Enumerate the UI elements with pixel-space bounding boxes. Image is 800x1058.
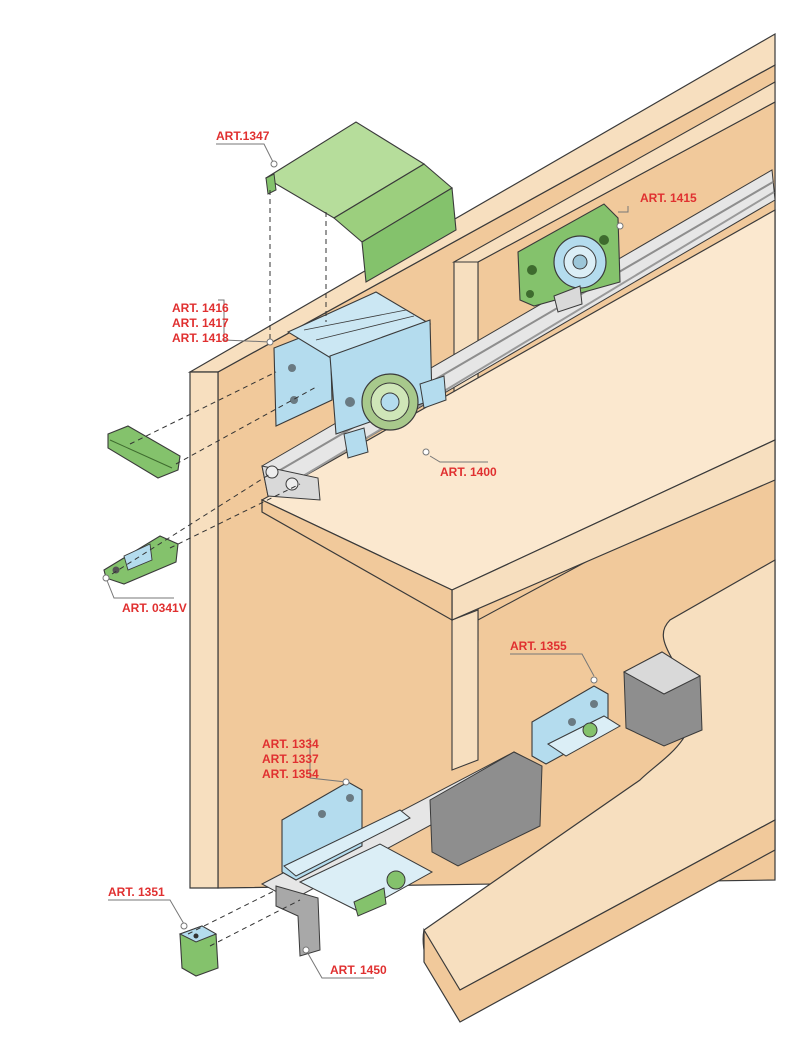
guide-1355	[531, 685, 621, 765]
bottom-guide-1334	[281, 781, 434, 917]
label-art1415: ART. 1415	[640, 191, 697, 205]
label-art1347: ART.1347	[216, 129, 270, 143]
stopper-0341v	[103, 535, 179, 585]
label-art1351: ART. 1351	[108, 885, 165, 899]
lower-door-post	[451, 609, 479, 771]
label-art1417: ART. 1417	[172, 316, 229, 330]
carriage-1415	[517, 203, 621, 313]
label-art1355: ART. 1355	[510, 639, 567, 653]
label-art1337: ART. 1337	[262, 752, 319, 766]
cover-1347	[264, 121, 457, 283]
label-art1450: ART. 1450	[330, 963, 387, 977]
lower-track-front	[429, 751, 543, 867]
label-art1354: ART. 1354	[262, 767, 319, 781]
lower-panel-front	[423, 818, 776, 1023]
leader-lines	[102, 143, 629, 979]
top-shelf	[260, 208, 776, 622]
assembly-guides	[111, 190, 327, 947]
label-art1418: ART. 1418	[172, 331, 229, 345]
label-art0341v: ART. 0341V	[122, 601, 187, 615]
stopper-profile	[107, 425, 181, 479]
shelf-left	[261, 499, 453, 622]
lower-track	[260, 651, 703, 957]
panel-side-edge	[189, 371, 219, 889]
carriage-1416	[273, 291, 447, 459]
guide-bar	[283, 809, 411, 877]
label-art1334: ART. 1334	[262, 737, 319, 751]
guide-base	[298, 843, 434, 913]
cover-front	[361, 187, 457, 283]
part-labels: ART.1347 ART. 1416 ART. 1417 ART. 1418 A…	[108, 129, 697, 977]
lower-track-end	[275, 885, 321, 957]
label-art1416: ART. 1416	[172, 301, 229, 315]
end-cap-1351	[178, 925, 219, 977]
label-art1400: ART. 1400	[440, 465, 497, 479]
